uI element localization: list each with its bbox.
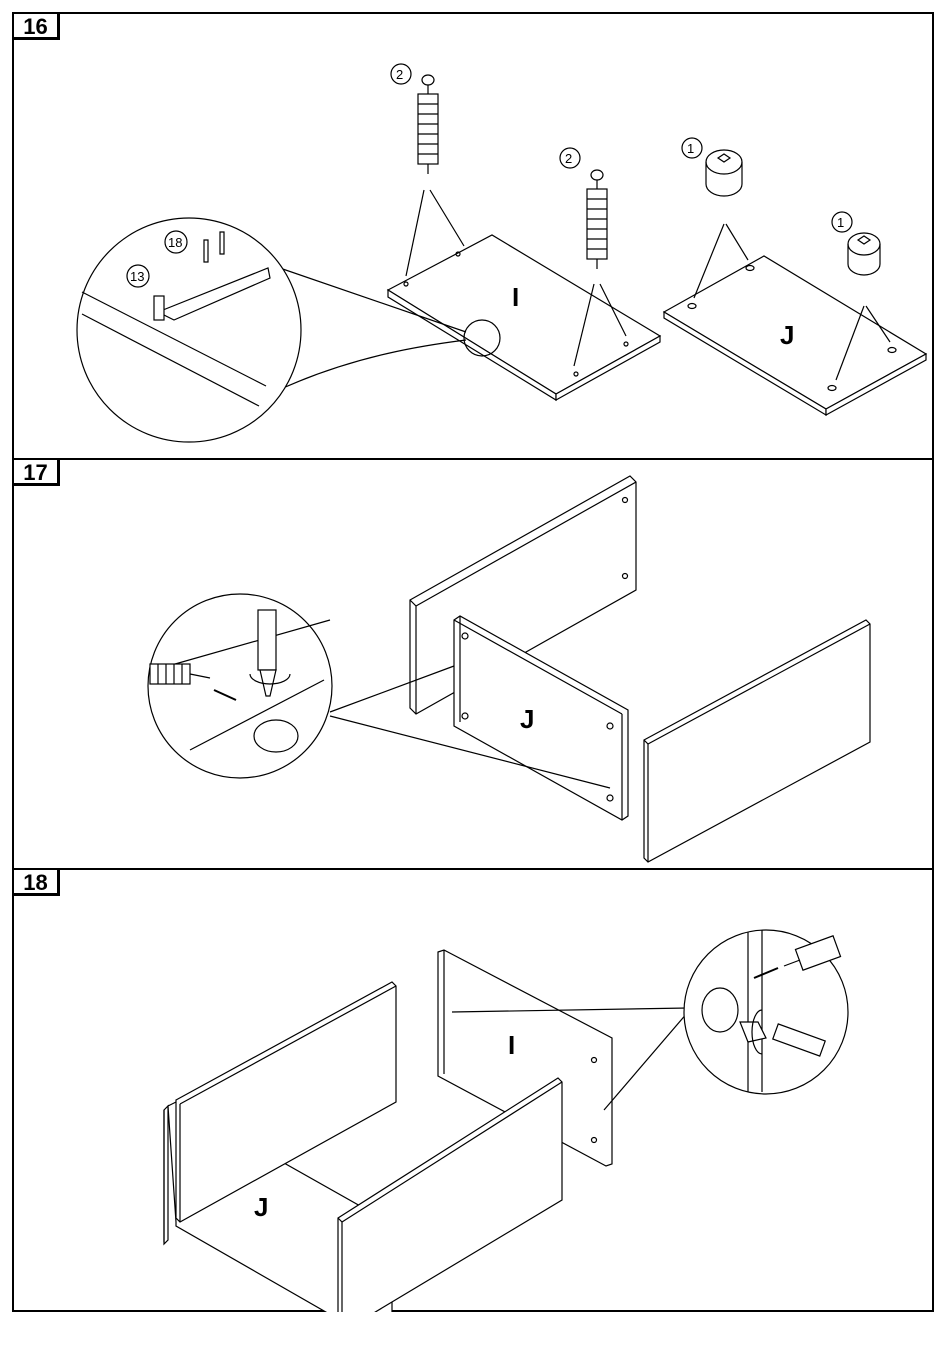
cam-bolt-icon [418,75,438,174]
panel-letter-j: J [780,320,794,350]
side-panel-j [454,616,628,820]
cam-lock-icon [706,150,742,196]
step-18-illustration: I J [14,870,932,1312]
cam-lock-icon [848,233,880,275]
panel-letter-i: I [512,282,519,312]
detail-zoom-circle [77,218,301,442]
callout-13: 13 [130,269,144,284]
detail-zoom-circle [684,930,848,1094]
front-panel [644,620,870,862]
panel-letter-j: J [520,704,534,734]
callout-2: 2 [396,67,403,82]
callout-1: 1 [687,141,694,156]
step-17-illustration: J [14,460,932,870]
panel-j-board [664,256,926,415]
callout-1: 1 [837,215,844,230]
step-18-panel: 18 [14,868,932,1310]
panel-letter-i: I [508,1030,515,1060]
step-17-panel: 17 [14,458,932,868]
detail-zoom-circle [148,594,332,778]
step-16-illustration: 2 2 1 1 18 13 I J [14,14,932,458]
cam-lock-icon [702,988,738,1032]
panel-i-board [388,235,660,400]
cam-lock-icon [254,720,298,752]
callout-2: 2 [565,151,572,166]
panel-letter-j: J [254,1192,268,1222]
step-16-panel: 16 [14,14,932,458]
callout-18: 18 [168,235,182,250]
cam-bolt-icon [587,170,607,269]
instruction-page: 16 [12,12,934,1312]
